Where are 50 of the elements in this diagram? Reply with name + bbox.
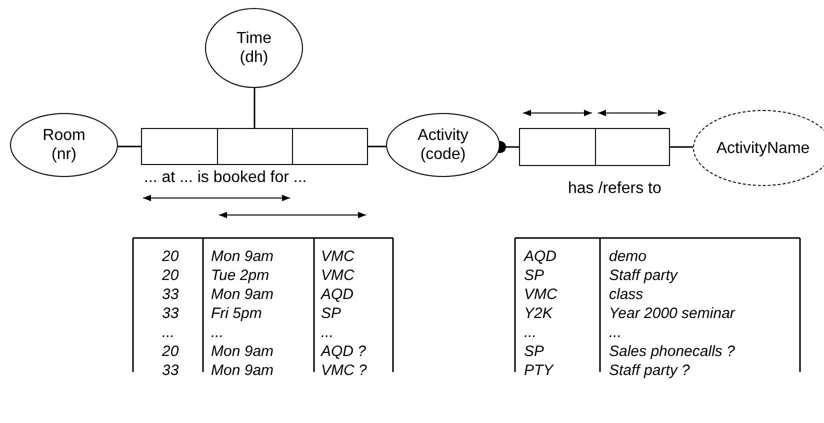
table-value: VMC ? (321, 362, 367, 380)
table-value: AQD (524, 248, 557, 266)
table-value: ... (211, 324, 224, 342)
table-value: VMC (321, 267, 354, 285)
table-value: 20 (162, 267, 179, 285)
connector-line (254, 88, 256, 128)
table-value: ... (609, 324, 622, 342)
table-value: SP (524, 343, 544, 361)
connector-line (368, 146, 386, 148)
table-value: SP (321, 305, 342, 323)
connector-line (670, 146, 693, 148)
table-value: Tue 2pm (211, 267, 270, 285)
table-value: Fri 5pm (211, 305, 262, 323)
table-value: 33 (162, 286, 179, 304)
role-box (141, 128, 217, 165)
role-box (292, 128, 368, 165)
table-value: ... (321, 324, 334, 342)
fact-type-reading: has /refers to (568, 180, 662, 198)
table-value: ... (524, 324, 537, 342)
table-value: Mon 9am (211, 248, 274, 266)
table-value: Mon 9am (211, 286, 274, 304)
table-value: SP (524, 267, 544, 285)
table-value: 33 (162, 305, 179, 323)
table-value: ... (162, 324, 175, 342)
table-value: PTY (524, 362, 554, 380)
role-box (519, 128, 595, 166)
connector-line (118, 146, 141, 148)
entity-ellipse: Activity (code) (386, 113, 500, 177)
table-value: 33 (162, 362, 179, 380)
table-value: AQD ? (321, 343, 366, 361)
table-value: 20 (162, 343, 179, 361)
table-value: Mon 9am (211, 343, 274, 361)
table-value: 20 (162, 248, 179, 266)
fact-type-reading: ... at ... is booked for ... (144, 169, 307, 187)
table-value: VMC (524, 286, 558, 304)
table-value: Staff party (609, 267, 678, 285)
role-box (217, 128, 292, 165)
table-value: Mon 9am (211, 362, 274, 380)
entity-ellipse: Room (nr) (10, 113, 118, 177)
entity-ellipse: Time (dh) (205, 8, 303, 88)
table-value: Year 2000 seminar (609, 305, 735, 323)
table-value: demo (609, 248, 647, 266)
role-box (595, 128, 670, 166)
table-value: Y2K (524, 305, 552, 323)
table-value: class (609, 286, 644, 304)
table-value: VMC (321, 248, 354, 266)
value-type-ellipse: ActivityName (693, 110, 824, 186)
table-value: Staff party ? (609, 362, 690, 380)
table-value: AQD (321, 286, 354, 304)
table-value: Sales phonecalls ? (609, 343, 735, 361)
